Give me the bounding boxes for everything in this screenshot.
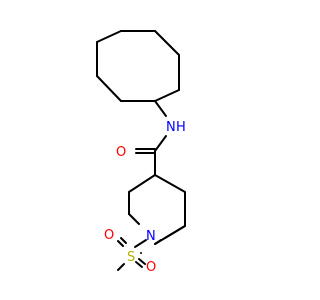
ring-nitrogen-label: N — [146, 229, 156, 244]
ring-bond — [164, 225, 186, 239]
sulfonyl-group — [117, 237, 147, 271]
n-c-bond — [154, 135, 167, 152]
sulfonyl-oxygen-top-label: O — [104, 228, 114, 243]
amide-hydrogen-label: H — [176, 120, 186, 135]
ring-bond — [154, 30, 180, 56]
ring-bond — [96, 75, 122, 102]
ring-bond — [128, 213, 140, 225]
s-o-bottom-double-b — [138, 258, 146, 265]
sulfur-label: S — [127, 250, 135, 265]
s-o-top-double-b — [120, 237, 127, 244]
cyclooctane-ring — [96, 30, 180, 102]
ring-bond — [96, 30, 122, 43]
amide-chain — [135, 100, 167, 176]
ring-bond — [154, 239, 162, 245]
amide-nitrogen-label: N — [166, 120, 176, 135]
n-s-bond — [134, 239, 147, 248]
s-o-bottom-double-a — [135, 261, 143, 268]
c-n-bond — [154, 100, 167, 117]
sulfonyl-oxygen-bottom-label: O — [146, 260, 156, 275]
ring-bond — [154, 174, 186, 193]
s-o-top-double-a — [117, 240, 124, 247]
ring-bond — [128, 174, 156, 193]
s-methyl-bond — [117, 263, 125, 271]
piperidine-ring — [128, 174, 186, 245]
molecule-structure: N H O N S O O — [96, 30, 186, 275]
carbonyl-oxygen-label: O — [116, 145, 126, 160]
ring-bond — [154, 89, 180, 102]
